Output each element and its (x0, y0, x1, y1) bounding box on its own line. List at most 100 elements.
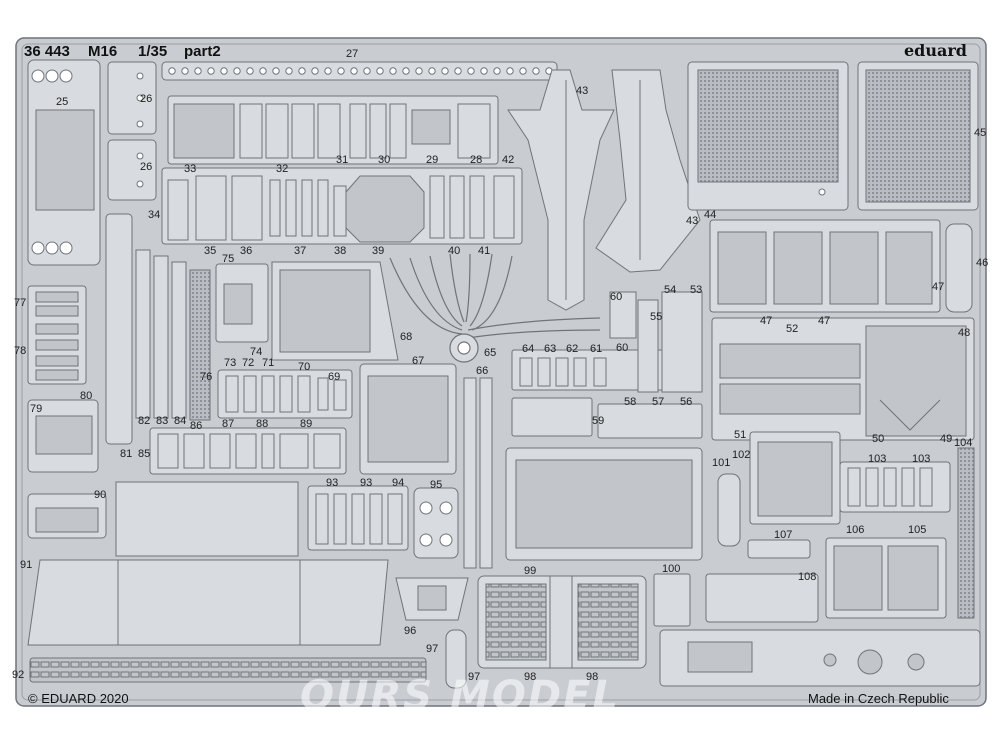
label-29: 29 (426, 154, 439, 166)
label-77: 77 (14, 297, 27, 309)
kit-number: 36 443 (24, 43, 70, 60)
label-62: 62 (566, 343, 579, 355)
part-67 (359, 363, 457, 475)
label-69: 69 (328, 371, 341, 383)
parts-48-52 (711, 317, 975, 441)
rivet (363, 67, 371, 75)
rivet (168, 67, 176, 75)
part-26-pair (107, 61, 157, 201)
label-65: 65 (484, 347, 497, 359)
rivet (194, 67, 202, 75)
label-38: 38 (334, 245, 347, 257)
label-107: 107 (774, 529, 793, 541)
part-number: part2 (184, 43, 221, 60)
part-99 (505, 447, 703, 561)
rivet (454, 67, 462, 75)
part-92-track (29, 657, 427, 683)
label-45: 45 (974, 127, 987, 139)
parts-69-73 (217, 369, 353, 419)
label-49: 49 (940, 433, 953, 445)
label-96: 96 (404, 625, 417, 637)
label-50: 50 (872, 433, 885, 445)
part-100 (653, 573, 691, 627)
rivet (272, 67, 280, 75)
part-40-fan (389, 253, 601, 363)
rivet (311, 67, 319, 75)
rivet (506, 67, 514, 75)
label-40: 40 (448, 245, 461, 257)
rivet (532, 67, 540, 75)
label-25: 25 (56, 96, 69, 108)
rivet (259, 67, 267, 75)
part-25 (27, 59, 101, 266)
label-82: 82 (138, 415, 151, 427)
label-60a: 60 (610, 291, 623, 303)
rivet (350, 67, 358, 75)
label-104: 104 (954, 437, 973, 449)
label-66: 66 (476, 365, 489, 377)
rear-panel (659, 629, 981, 687)
rivet (402, 67, 410, 75)
label-28: 28 (470, 154, 483, 166)
label-64: 64 (522, 343, 535, 355)
label-31: 31 (336, 154, 349, 166)
label-54: 54 (664, 284, 677, 296)
rivet (337, 67, 345, 75)
label-83: 83 (156, 415, 169, 427)
parts-46-47 (709, 219, 973, 313)
rivet (298, 67, 306, 75)
parts-86-89 (149, 427, 347, 475)
part-43-pair (507, 69, 701, 311)
label-98b: 98 (586, 671, 599, 683)
label-41: 41 (478, 245, 491, 257)
label-32: 32 (276, 163, 289, 175)
label-95: 95 (430, 479, 443, 491)
label-57: 57 (652, 396, 665, 408)
label-35: 35 (204, 245, 217, 257)
label-79: 79 (30, 403, 43, 415)
label-59: 59 (592, 415, 605, 427)
label-26a: 26 (140, 93, 153, 105)
parts-74-75 (215, 263, 269, 343)
part-44-grille (687, 61, 849, 211)
label-91: 91 (20, 559, 33, 571)
label-67: 67 (412, 355, 425, 367)
label-44: 44 (704, 209, 717, 221)
label-26b: 26 (140, 161, 153, 173)
brand-logo: eduard (904, 41, 967, 60)
label-60b: 60 (616, 342, 629, 354)
origin: Made in Czech Republic (808, 691, 949, 706)
label-74: 74 (250, 346, 263, 358)
label-56: 56 (680, 396, 693, 408)
rivet (246, 67, 254, 75)
label-101: 101 (712, 457, 731, 469)
rivet (428, 67, 436, 75)
rivet (467, 67, 475, 75)
label-61: 61 (590, 343, 603, 355)
part-98-pair (477, 575, 647, 669)
parts-77-78 (27, 285, 87, 385)
rivet (415, 67, 423, 75)
parts-34-42-block (161, 167, 523, 245)
parts-101-102 (717, 431, 841, 547)
parts-79-80 (27, 399, 99, 473)
rivet (181, 67, 189, 75)
label-108: 108 (798, 571, 817, 583)
label-39: 39 (372, 245, 385, 257)
label-43a: 43 (576, 85, 589, 97)
part-91-panel (27, 481, 389, 646)
rivet (285, 67, 293, 75)
label-88: 88 (256, 418, 269, 430)
parts-76-85 (105, 213, 211, 445)
label-105: 105 (908, 524, 927, 536)
label-103b: 103 (912, 453, 931, 465)
label-97a: 97 (426, 643, 439, 655)
rivet (389, 67, 397, 75)
parts-30-33-block (167, 95, 499, 165)
label-90: 90 (94, 489, 107, 501)
part-68 (271, 261, 399, 361)
rivet (233, 67, 241, 75)
label-36: 36 (240, 245, 253, 257)
